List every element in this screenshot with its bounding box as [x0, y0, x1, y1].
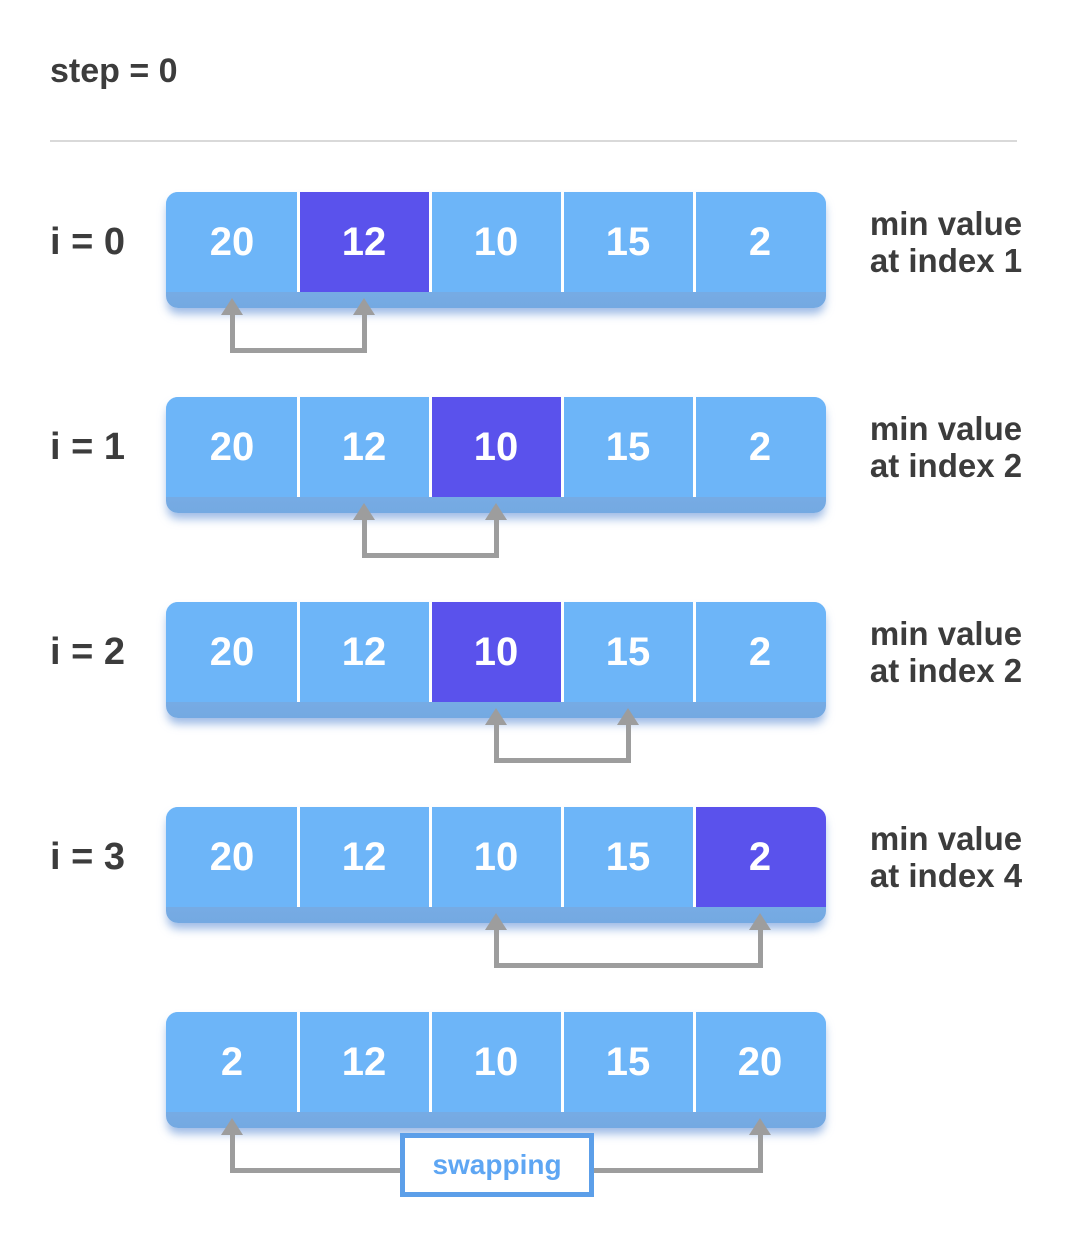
- arrow-connector: [496, 758, 628, 763]
- array-cell-highlighted: 12: [298, 192, 430, 292]
- array-cell: 20: [166, 192, 298, 292]
- arrow-vertical-segment: [493, 723, 499, 763]
- caption-line-1: min value: [869, 205, 1023, 242]
- array-cell: 12: [298, 1012, 430, 1112]
- arrow-up-icon-left: [485, 708, 507, 725]
- caption-line-2: at index 1: [869, 242, 1023, 279]
- array-cell: 12: [298, 397, 430, 497]
- arrow-vertical-segment: [361, 518, 367, 558]
- cell-separator: [428, 807, 432, 907]
- cell-separator: [428, 397, 432, 497]
- array-cell: 12: [298, 807, 430, 907]
- cell-separator: [560, 807, 564, 907]
- cell-separator: [428, 1012, 432, 1112]
- arrow-up-icon-left: [221, 1118, 243, 1135]
- caption-line-2: at index 2: [869, 652, 1023, 689]
- arrow-up-icon-left: [485, 913, 507, 930]
- arrow-up-icon-right: [485, 503, 507, 520]
- cell-separator: [296, 1012, 300, 1112]
- array-cell: 2: [694, 397, 826, 497]
- cell-separator: [296, 192, 300, 292]
- array-cell: 2: [166, 1012, 298, 1112]
- caption-line-2: at index 2: [869, 447, 1023, 484]
- arrow-vertical-segment: [757, 928, 763, 968]
- caption-line-1: min value: [869, 615, 1023, 652]
- array-cell-highlighted: 10: [430, 397, 562, 497]
- cell-separator: [296, 807, 300, 907]
- array-cell: 12: [298, 602, 430, 702]
- cell-separator: [428, 192, 432, 292]
- arrow-vertical-segment: [493, 928, 499, 968]
- row-index-label: i = 1: [50, 426, 125, 468]
- array-cell: 10: [430, 1012, 562, 1112]
- array-cell: 15: [562, 807, 694, 907]
- cell-separator: [692, 397, 696, 497]
- array-cell: 20: [166, 602, 298, 702]
- cell-separator: [560, 192, 564, 292]
- arrow-up-icon-right: [749, 1118, 771, 1135]
- caption-line-1: min value: [869, 820, 1023, 857]
- caption-line-2: at index 4: [869, 857, 1023, 894]
- cell-separator: [692, 807, 696, 907]
- array-cell: 2: [694, 602, 826, 702]
- divider-line: [50, 140, 1017, 142]
- array-cell: 10: [430, 807, 562, 907]
- arrow-vertical-segment: [757, 1133, 763, 1173]
- swapping-box: swapping: [400, 1133, 594, 1197]
- row-index-label: i = 2: [50, 631, 125, 673]
- swapping-label: swapping: [432, 1149, 562, 1180]
- arrow-vertical-segment: [229, 313, 235, 353]
- arrow-up-icon-right: [353, 298, 375, 315]
- array-cell: 15: [562, 192, 694, 292]
- array-cell: 15: [562, 1012, 694, 1112]
- array-cell: 10: [430, 192, 562, 292]
- arrow-up-icon-left: [353, 503, 375, 520]
- cell-separator: [692, 602, 696, 702]
- caption-line-1: min value: [869, 410, 1023, 447]
- arrow-connector: [496, 963, 760, 968]
- arrow-vertical-segment: [625, 723, 631, 763]
- cell-separator: [428, 602, 432, 702]
- array-cell: 20: [166, 807, 298, 907]
- row-index-label: i = 3: [50, 836, 125, 878]
- arrow-connector: [232, 348, 364, 353]
- arrow-connector: [364, 553, 496, 558]
- cell-separator: [692, 192, 696, 292]
- array-cell-highlighted: 10: [430, 602, 562, 702]
- arrow-up-icon-left: [221, 298, 243, 315]
- array-cell: 15: [562, 602, 694, 702]
- array-cell: 2: [694, 192, 826, 292]
- cell-separator: [560, 602, 564, 702]
- arrow-vertical-segment: [229, 1133, 235, 1173]
- arrow-up-icon-right: [617, 708, 639, 725]
- array-cell: 20: [166, 397, 298, 497]
- arrow-vertical-segment: [361, 313, 367, 353]
- page-title: step = 0: [50, 52, 178, 90]
- row-index-label: i = 0: [50, 221, 125, 263]
- array-cell: 20: [694, 1012, 826, 1112]
- cell-separator: [560, 1012, 564, 1112]
- cell-separator: [296, 602, 300, 702]
- arrow-vertical-segment: [493, 518, 499, 558]
- cell-separator: [692, 1012, 696, 1112]
- arrow-up-icon-right: [749, 913, 771, 930]
- array-cell: 15: [562, 397, 694, 497]
- array-cell-highlighted: 2: [694, 807, 826, 907]
- cell-separator: [560, 397, 564, 497]
- cell-separator: [296, 397, 300, 497]
